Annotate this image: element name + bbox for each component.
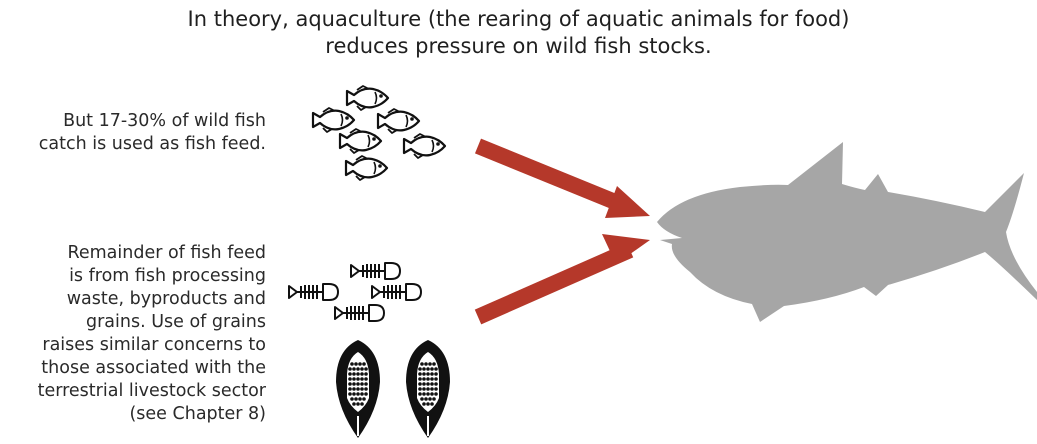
wild-fish-school-icon (313, 86, 445, 180)
farmed-fish-icon (657, 142, 1037, 322)
grain-icon (336, 340, 450, 438)
arrow-icon (478, 146, 650, 218)
fish-skeleton-icon (289, 263, 421, 321)
arrow-icon (478, 234, 650, 317)
